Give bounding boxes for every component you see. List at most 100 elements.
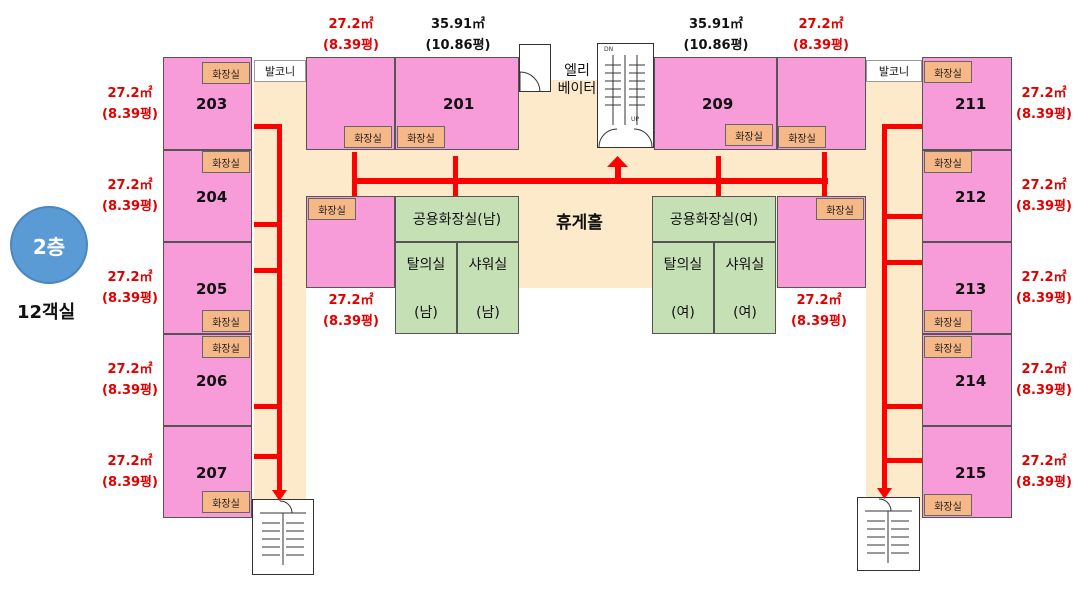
changing-room-label: 탈의실 [663, 257, 703, 273]
floor-badge-label: 2층 [32, 234, 66, 259]
evac-route-east-branch-1 [882, 214, 922, 219]
area-m2: 27.2㎡ [107, 454, 153, 469]
shared-restroom-women: 공용화장실(여) [652, 196, 776, 242]
area-label-top-right-small: 27.2㎡ (8.39평) [788, 14, 854, 56]
restroom-215: 화장실 [924, 494, 972, 516]
area-label-201: 35.91㎡ (10.86평) [418, 14, 498, 56]
evac-route-hall-horizontal [352, 178, 828, 184]
area-m2: 27.2㎡ [1021, 362, 1067, 377]
restroom-207: 화장실 [202, 491, 250, 513]
evac-route-east-top [882, 124, 922, 129]
area-m2: 27.2㎡ [107, 362, 153, 377]
evac-route-west-branch-2 [254, 268, 282, 273]
changing-room-sub: (남) [414, 305, 438, 321]
evac-route-hall-drop-4 [822, 152, 827, 196]
balcony-east: 발코니 [866, 60, 922, 82]
area-label-211: 27.2㎡ (8.39평) [1014, 83, 1074, 125]
restroom-204: 화장실 [202, 151, 250, 173]
restroom-205: 화장실 [202, 310, 250, 332]
restroom-mid-left: 화장실 [308, 198, 356, 220]
area-m2: 27.2㎡ [107, 178, 153, 193]
area-m2: 27.2㎡ [1021, 178, 1067, 193]
shower-room-label: 샤워실 [468, 257, 508, 273]
area-pyeong: (8.39평) [1016, 291, 1072, 306]
arrow-down-icon [877, 488, 892, 499]
elevator-label-line1: 엘리 [564, 63, 590, 79]
stairs-dn-label: DN [604, 46, 614, 53]
evac-route-west-top [254, 124, 282, 129]
room-number-212: 212 [955, 188, 987, 206]
area-label-206: 27.2㎡ (8.39평) [100, 359, 160, 401]
evac-route-west-vertical [277, 124, 282, 494]
evac-route-hall-drop-1 [352, 152, 357, 196]
east-corridor [866, 80, 922, 520]
area-pyeong: (8.39평) [1016, 199, 1072, 214]
evac-route-west-branch-4 [254, 454, 282, 459]
room-number-206: 206 [196, 372, 228, 390]
restroom-201: 화장실 [397, 126, 445, 148]
shower-room-men: 샤워실 (남) [457, 242, 519, 334]
area-label-204: 27.2㎡ (8.39평) [100, 175, 160, 217]
shower-room-sub: (남) [476, 305, 500, 321]
area-pyeong: (8.39평) [102, 383, 158, 398]
stairs-up-label: UP [631, 116, 640, 123]
area-pyeong: (8.39평) [791, 314, 847, 329]
restroom-top-right-small: 화장실 [778, 126, 826, 148]
area-label-mid-left: 27.2㎡ (8.39평) [318, 290, 384, 332]
changing-room-label: 탈의실 [406, 257, 446, 273]
stairs-icon [260, 500, 306, 565]
room-number-211: 211 [955, 95, 987, 113]
elevator-label-line2: 베이터 [557, 81, 597, 97]
balcony-label: 발코니 [878, 65, 910, 78]
shower-room-sub: (여) [733, 305, 757, 321]
area-m2: 27.2㎡ [1021, 454, 1067, 469]
area-m2: 27.2㎡ [798, 17, 844, 32]
changing-room-women: 탈의실 (여) [652, 242, 714, 334]
room-number-209: 209 [702, 95, 734, 113]
shower-room-label: 샤워실 [725, 257, 765, 273]
evac-route-west-branch-1 [254, 222, 282, 227]
area-m2: 27.2㎡ [328, 293, 374, 308]
restroom-209: 화장실 [725, 124, 773, 146]
area-m2: 27.2㎡ [107, 270, 153, 285]
area-label-215: 27.2㎡ (8.39평) [1014, 451, 1074, 493]
area-pyeong: (8.39평) [323, 38, 379, 53]
room-number-207: 207 [196, 464, 228, 482]
stairs-icon [598, 55, 653, 148]
shared-restroom-men: 공용화장실(남) [395, 196, 519, 242]
area-label-209: 35.91㎡ (10.86평) [676, 14, 756, 56]
area-pyeong: (8.39평) [793, 38, 849, 53]
elevator-door-swing-icon [519, 71, 541, 93]
area-m2: 27.2㎡ [107, 86, 153, 101]
elevator-door [519, 44, 551, 92]
area-label-212: 27.2㎡ (8.39평) [1014, 175, 1074, 217]
room-count-label: 12객실 [17, 302, 76, 323]
area-label-214: 27.2㎡ (8.39평) [1014, 359, 1074, 401]
restroom-206: 화장실 [202, 336, 250, 358]
area-pyeong: (8.39평) [1016, 383, 1072, 398]
room-number-203: 203 [196, 95, 228, 113]
evac-route-hall-drop-3 [716, 156, 721, 196]
area-label-203: 27.2㎡ (8.39평) [100, 83, 160, 125]
area-label-205: 27.2㎡ (8.39평) [100, 267, 160, 309]
area-m2: 35.91㎡ [688, 17, 744, 32]
lounge-hall-label: 휴게홀 [556, 213, 603, 233]
area-label-top-left-small: 27.2㎡ (8.39평) [318, 14, 384, 56]
restroom-214: 화장실 [924, 336, 972, 358]
area-m2: 27.2㎡ [328, 17, 374, 32]
room-number-215: 215 [955, 464, 987, 482]
area-pyeong: (8.39평) [102, 291, 158, 306]
area-pyeong: (10.86평) [425, 38, 491, 53]
restroom-top-left-small: 화장실 [344, 126, 392, 148]
area-pyeong: (8.39평) [102, 475, 158, 490]
changing-room-sub: (여) [671, 305, 695, 321]
area-label-207: 27.2㎡ (8.39평) [100, 451, 160, 493]
area-m2: 27.2㎡ [1021, 270, 1067, 285]
shower-room-women: 샤워실 (여) [714, 242, 776, 334]
area-label-213: 27.2㎡ (8.39평) [1014, 267, 1074, 309]
area-pyeong: (8.39평) [323, 314, 379, 329]
arrow-down-icon [272, 490, 287, 501]
area-m2: 27.2㎡ [1021, 86, 1067, 101]
restroom-mid-right: 화장실 [816, 198, 864, 220]
changing-room-men: 탈의실 (남) [395, 242, 457, 334]
